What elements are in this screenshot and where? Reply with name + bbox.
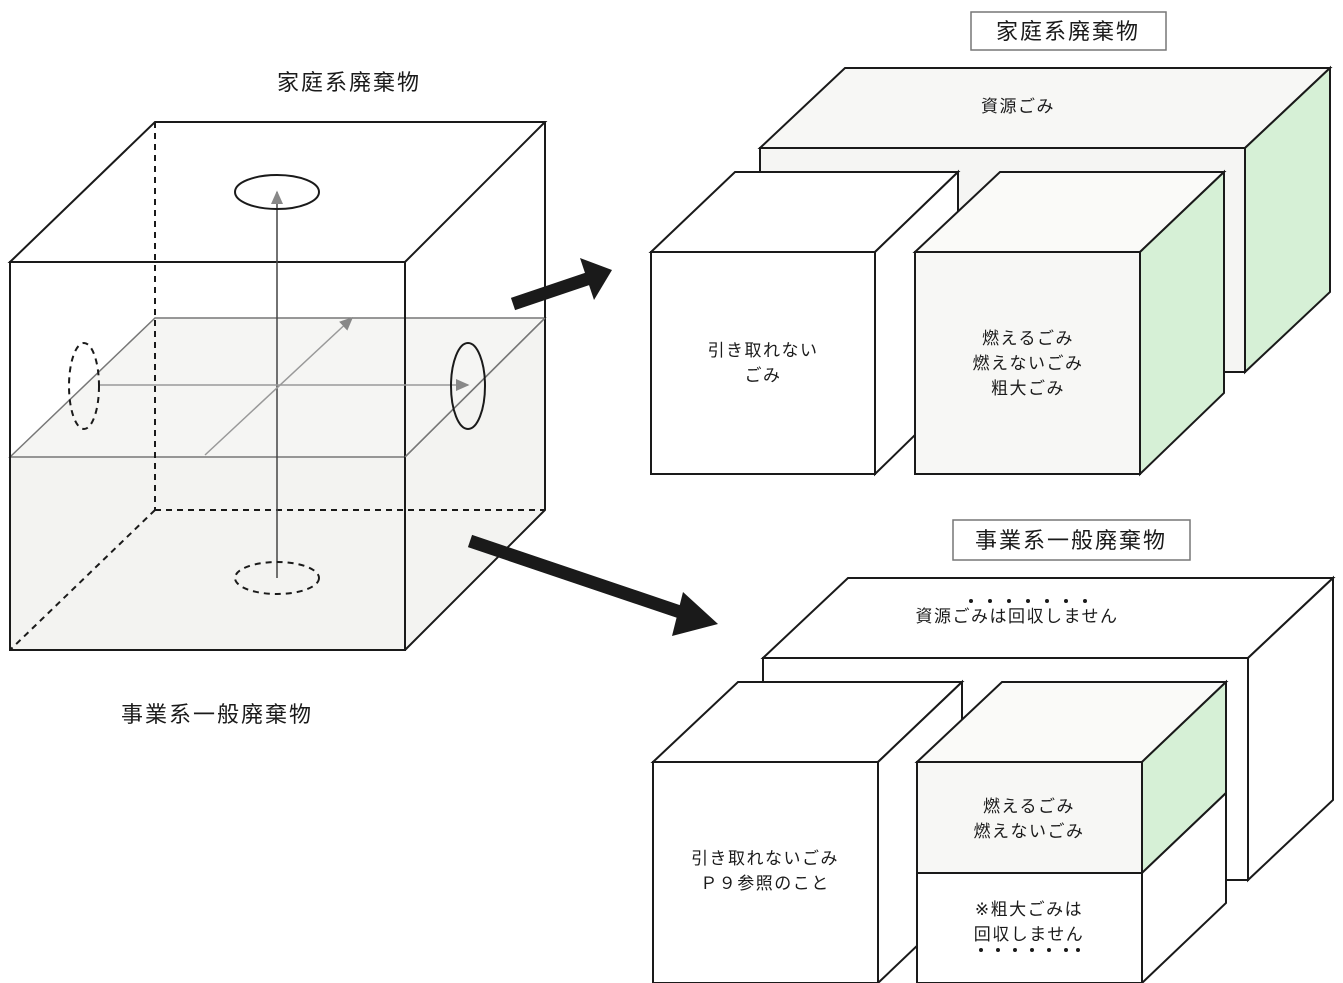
business-back-label: 資源ごみは回収しません [916, 607, 1119, 627]
left-bottom-label: 事業系一般廃棄物 [121, 703, 313, 728]
business-left-line2: Ｐ９参照のこと [700, 874, 830, 894]
top-ellipse [234, 174, 320, 210]
arrow-to-household [510, 258, 612, 311]
household-left-line1: 引き取れない [708, 341, 819, 361]
business-right-lower-line2: 回収しません [974, 925, 1085, 945]
business-emphasis-dots-top [969, 599, 1087, 603]
household-right-line2: 燃えないごみ [973, 354, 1084, 374]
arrow-to-business [467, 534, 718, 636]
business-right-box [914, 679, 1229, 983]
business-right-upper-line2: 燃えないごみ [974, 822, 1085, 842]
business-title-box [952, 519, 1191, 561]
household-right-line1: 燃えるごみ [982, 329, 1074, 349]
business-left-box [650, 679, 965, 983]
business-emphasis-dots-bottom [979, 948, 1080, 952]
household-title-box [970, 11, 1167, 51]
left-ellipse [68, 342, 100, 430]
business-right-upper-line1: 燃えるごみ [983, 797, 1075, 817]
household-right-box [912, 169, 1227, 477]
household-left-line2: ごみ [745, 366, 782, 386]
business-title: 事業系一般廃棄物 [975, 529, 1167, 554]
right-ellipse [450, 342, 486, 430]
left-top-label: 家庭系廃棄物 [277, 71, 421, 96]
left-cube [7, 121, 548, 651]
business-right-lower-line1: ※粗大ごみは [975, 900, 1083, 920]
household-right-line3: 粗大ごみ [991, 379, 1065, 399]
household-back-label: 資源ごみ [981, 97, 1055, 117]
household-title: 家庭系廃棄物 [996, 20, 1140, 45]
household-left-box [648, 169, 961, 477]
bottom-ellipse [234, 561, 320, 595]
business-left-line1: 引き取れないごみ [691, 849, 839, 869]
